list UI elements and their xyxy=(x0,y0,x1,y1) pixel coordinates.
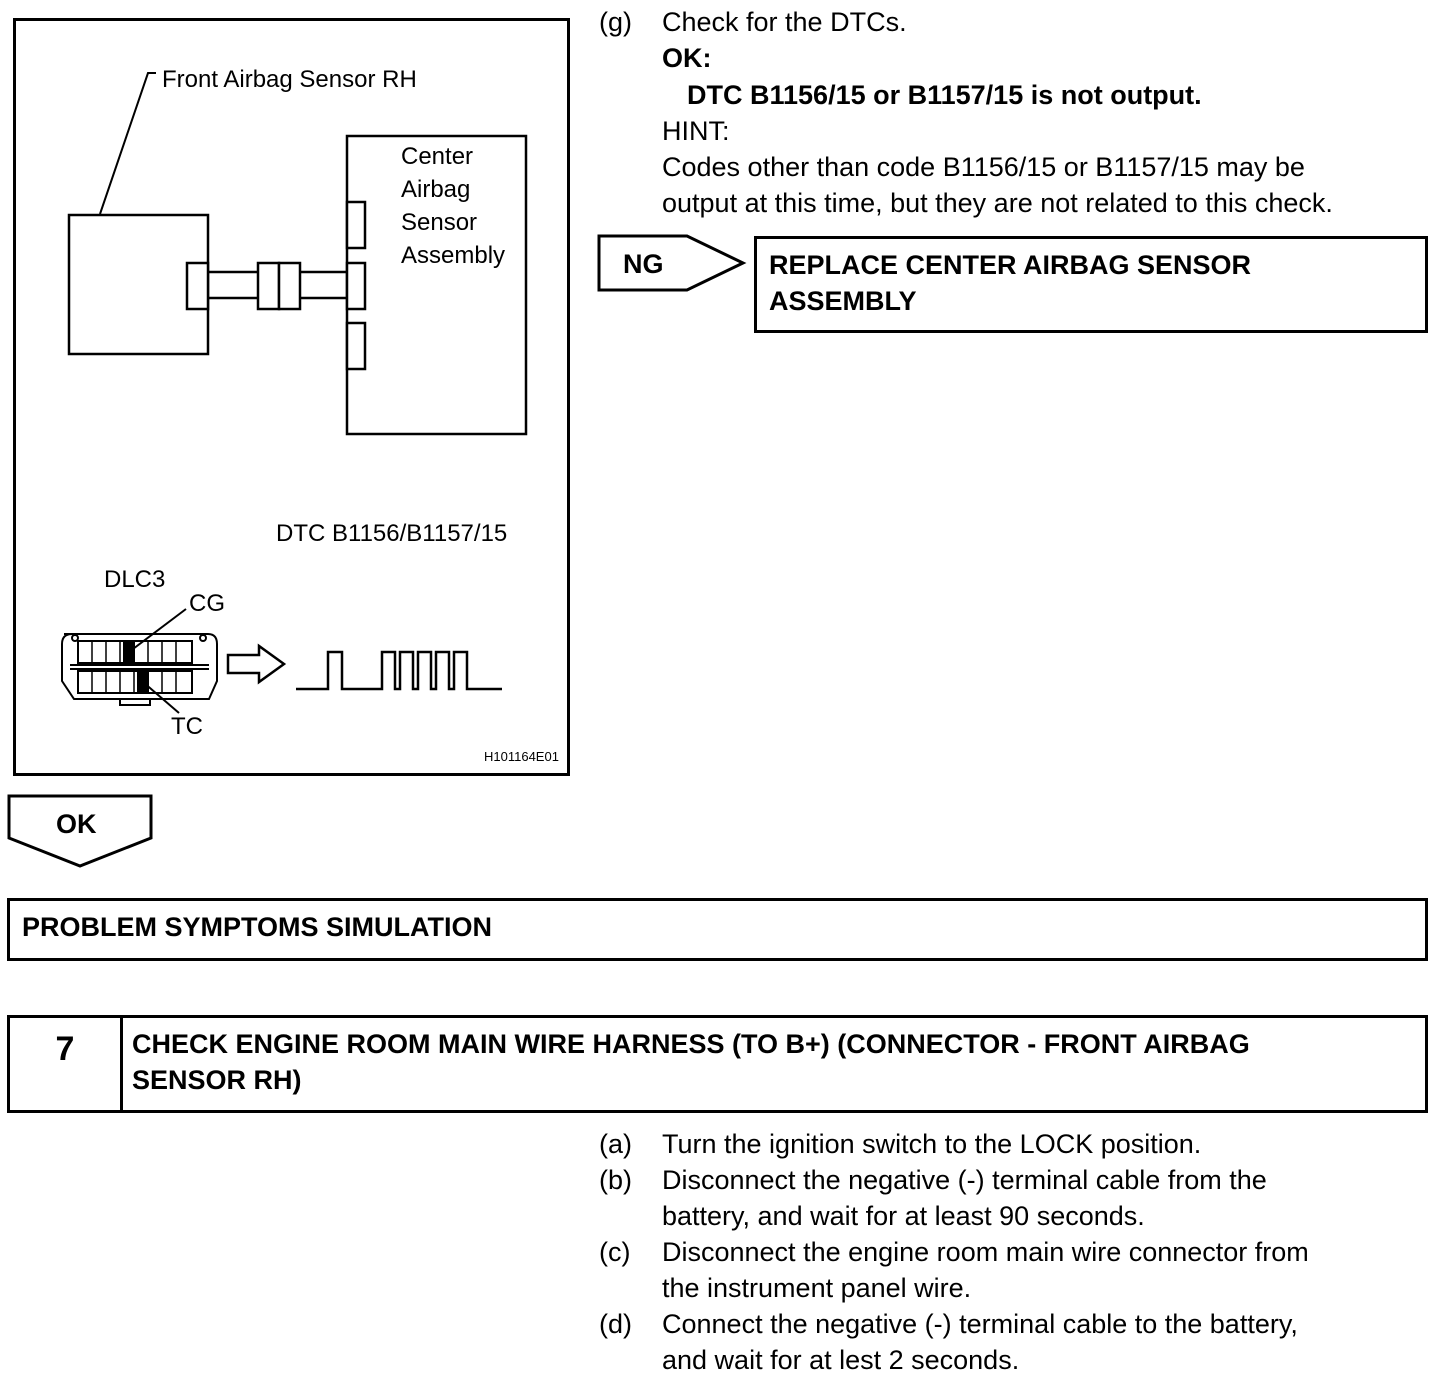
step-g-text: Check for the DTCs. xyxy=(662,7,907,37)
symptoms-header-text: PROBLEM SYMPTOMS SIMULATION xyxy=(22,912,493,942)
substep-c-line-2: the instrument panel wire. xyxy=(662,1273,972,1303)
ng-arrow xyxy=(597,234,747,292)
substep-d-line-2: and wait for at lest 2 seconds. xyxy=(662,1345,1020,1375)
center-sensor-connector-2 xyxy=(345,261,367,311)
hint-label: HINT: xyxy=(662,116,730,146)
harness-connector-left xyxy=(256,261,281,311)
ng-action-line-1: REPLACE CENTER AIRBAG SENSOR xyxy=(769,250,1252,280)
step7-title-line-2: SENSOR RH) xyxy=(132,1065,302,1095)
figure-code: H101164E01 xyxy=(484,749,559,764)
step7-title-line-1: CHECK ENGINE ROOM MAIN WIRE HARNESS (TO … xyxy=(132,1029,1250,1059)
cg-leader-line xyxy=(128,608,187,653)
substep-d-line-1: Connect the negative (-) terminal cable … xyxy=(662,1309,1298,1339)
cg-label: CG xyxy=(189,590,225,617)
wiring-diagram: Front Airbag Sensor RH Center Airbag Sen… xyxy=(61,66,559,764)
ng-action-line-2: ASSEMBLY xyxy=(769,286,917,316)
substep-c-line-1: Disconnect the engine room main wire con… xyxy=(662,1237,1309,1267)
hint-line-2: output at this time, but they are not re… xyxy=(662,188,1333,218)
center-sensor-label: Center Airbag Sensor Assembly xyxy=(401,143,505,269)
hint-line-1: Codes other than code B1156/15 or B1157/… xyxy=(662,152,1305,182)
substep-b-marker: (b) xyxy=(599,1165,632,1195)
ok-label: OK xyxy=(56,809,97,839)
substep-a-marker: (a) xyxy=(599,1129,632,1159)
center-sensor-connector-3 xyxy=(345,321,367,371)
ng-label: NG xyxy=(623,249,664,279)
center-sensor-connector-1 xyxy=(345,200,367,250)
substep-b-line-1: Disconnect the negative (-) terminal cab… xyxy=(662,1165,1267,1195)
tc-label: TC xyxy=(171,713,203,740)
tc-leader-line xyxy=(142,681,180,714)
substep-c-marker: (c) xyxy=(599,1237,631,1267)
substep-a-line-1: Turn the ignition switch to the LOCK pos… xyxy=(662,1129,1202,1159)
symptoms-header: PROBLEM SYMPTOMS SIMULATION xyxy=(7,898,1428,961)
substep-b-line-2: battery, and wait for at least 90 second… xyxy=(662,1201,1145,1231)
step7-header: 7 CHECK ENGINE ROOM MAIN WIRE HARNESS (T… xyxy=(7,1015,1428,1113)
dlc3-connector-icon xyxy=(61,633,218,706)
ok-criteria-label: OK: xyxy=(662,43,712,73)
ok-criteria-result: DTC B1156/15 or B1157/15 is not output. xyxy=(687,80,1202,110)
step-g-marker: (g) xyxy=(599,7,632,37)
front-sensor-connector xyxy=(185,261,210,311)
right-arrow-icon xyxy=(226,643,287,685)
ng-action-box: REPLACE CENTER AIRBAG SENSOR ASSEMBLY xyxy=(754,236,1428,333)
front-sensor-label: Front Airbag Sensor RH xyxy=(162,66,417,93)
step7-number: 7 xyxy=(10,1018,123,1110)
ok-arrow xyxy=(7,794,153,868)
harness-connector-right xyxy=(277,261,302,311)
front-sensor-leader-line xyxy=(99,72,156,215)
substep-d-marker: (d) xyxy=(599,1309,632,1339)
step7-title: CHECK ENGINE ROOM MAIN WIRE HARNESS (TO … xyxy=(132,1026,1250,1098)
wiring-figure: Front Airbag Sensor RH Center Airbag Sen… xyxy=(13,18,570,776)
dtc-waveform xyxy=(296,650,502,691)
dtc-label: DTC B1156/B1157/15 xyxy=(276,520,507,547)
dlc3-label: DLC3 xyxy=(104,566,165,593)
